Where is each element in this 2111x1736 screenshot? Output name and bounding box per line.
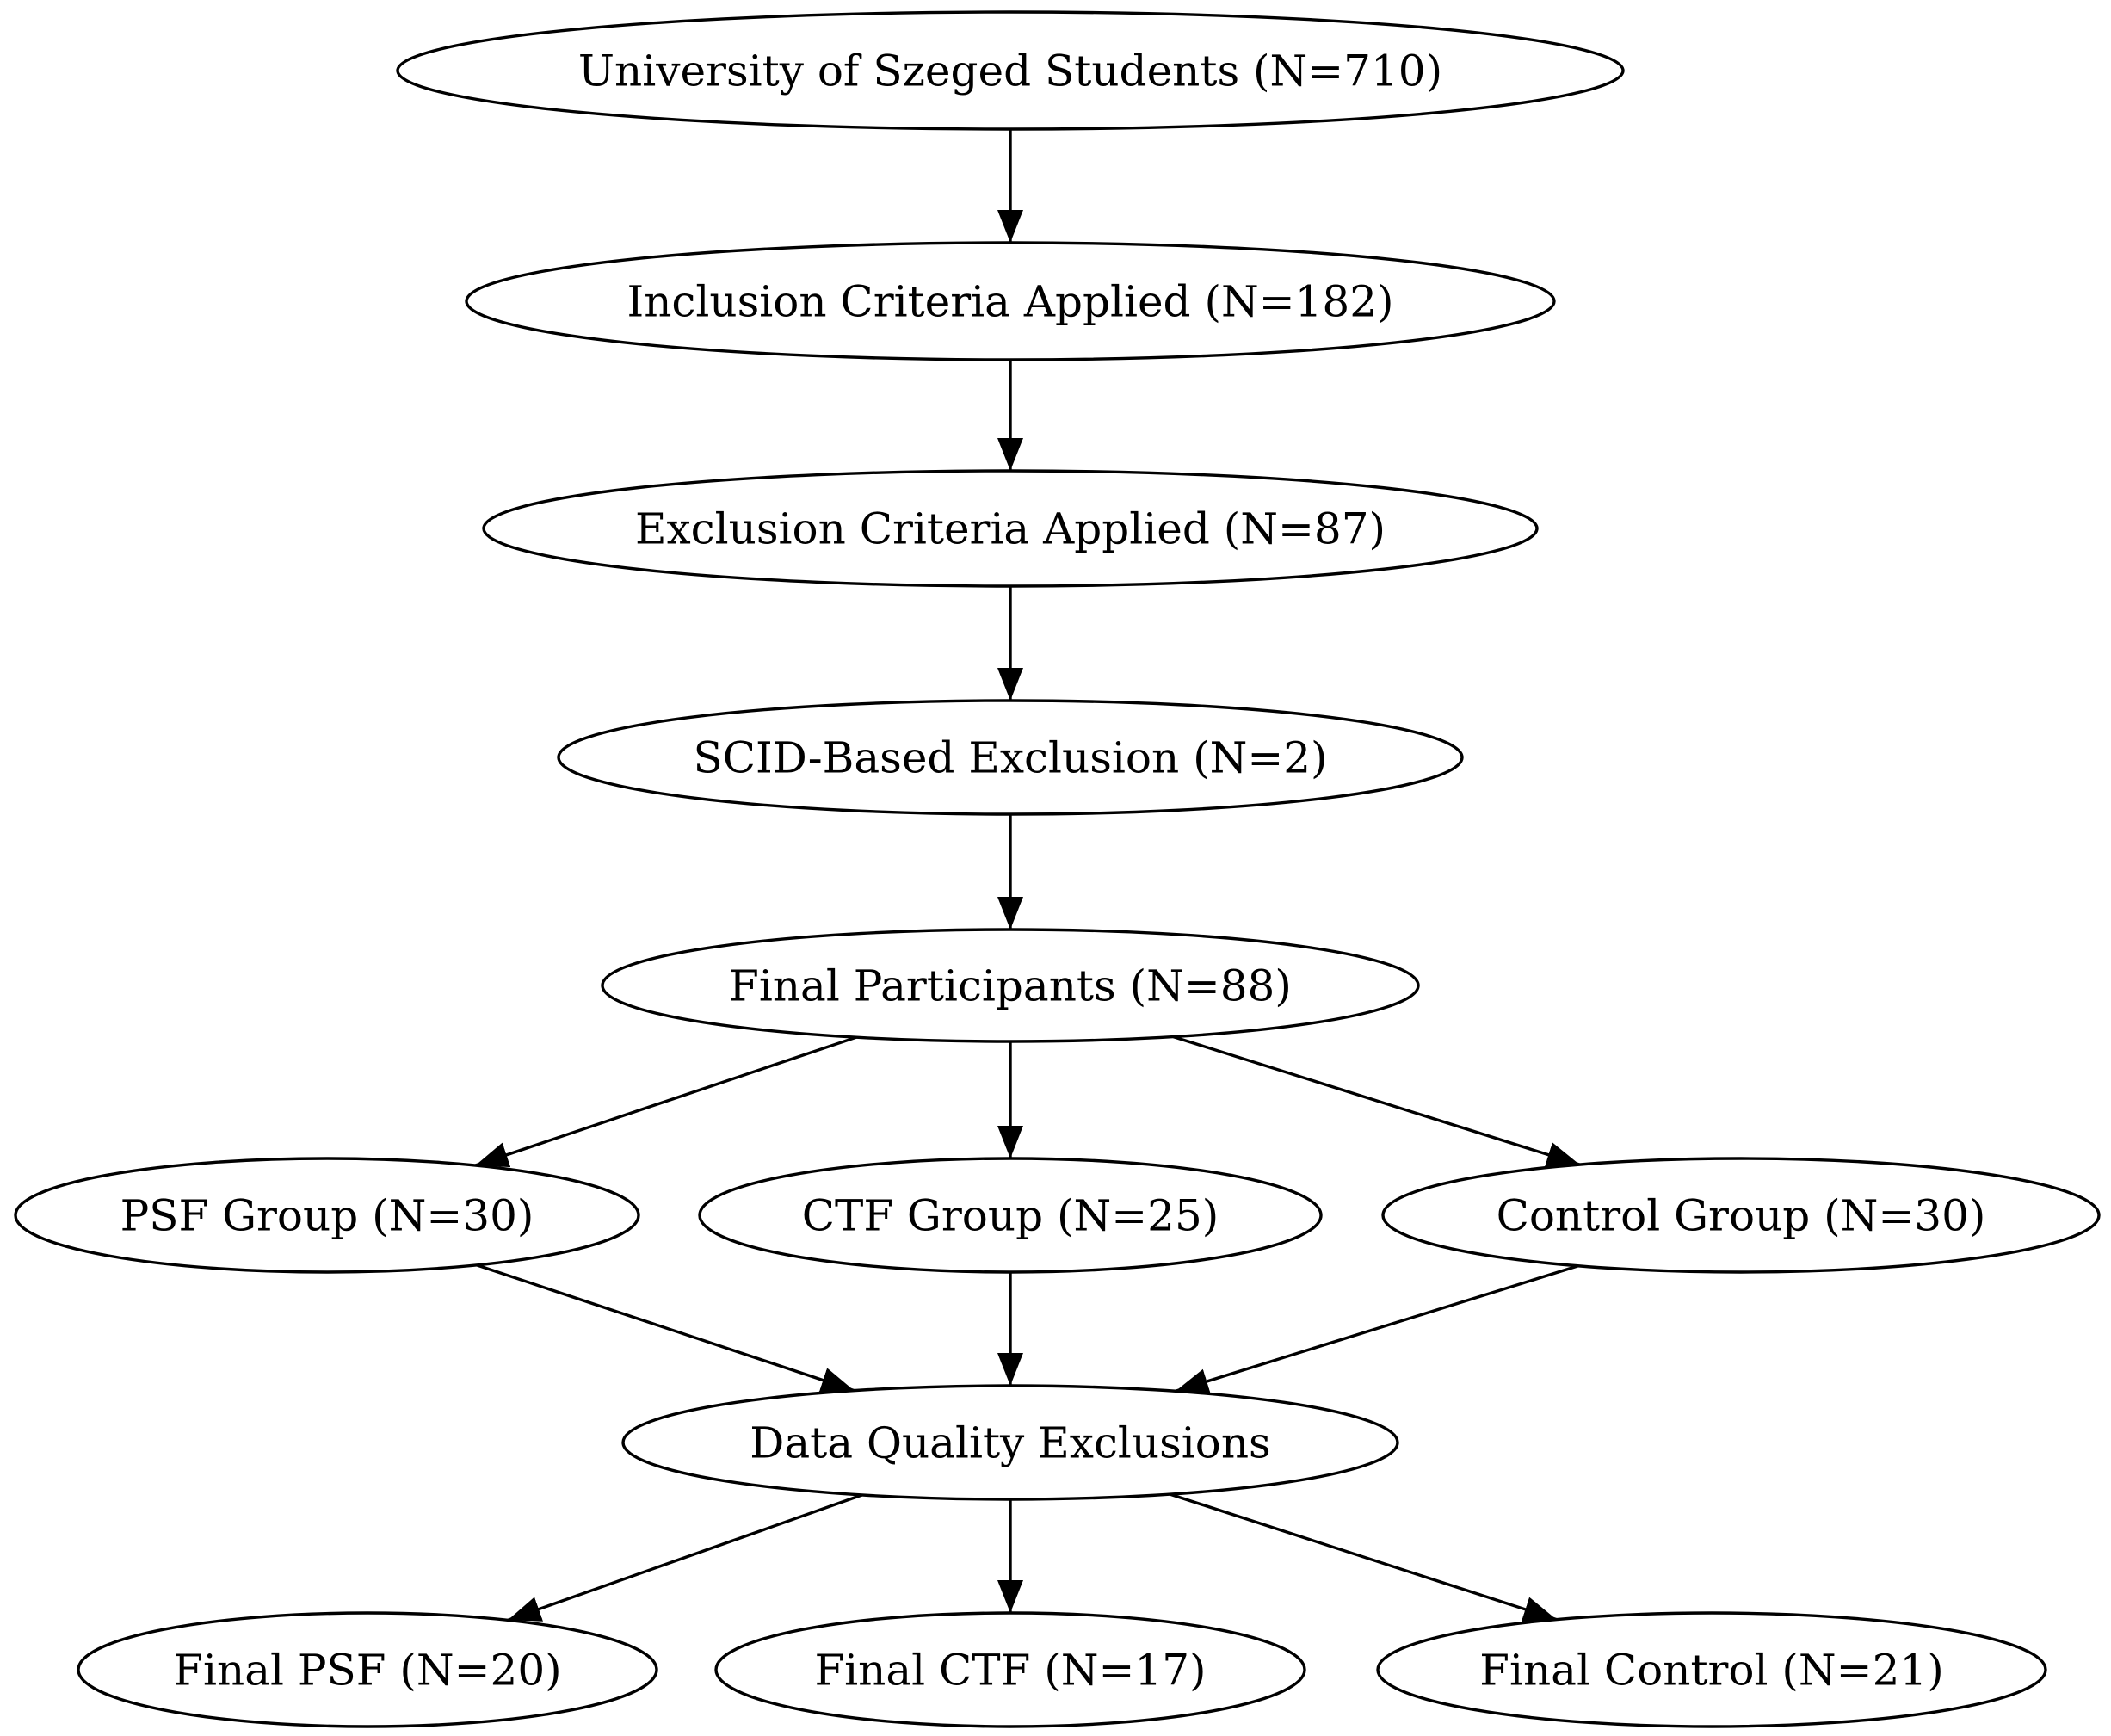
- node-control-label: Control Group (N=30): [1497, 1191, 1986, 1241]
- node-control-ellipse: [1381, 1157, 2101, 1274]
- edge-final-to-control: [1172, 1035, 1581, 1168]
- node-final_psf-ellipse: [77, 1611, 658, 1728]
- node-final_ctf-ellipse: [714, 1611, 1306, 1728]
- edge-control-to-dq: [1175, 1264, 1579, 1394]
- node-ctf-ellipse: [698, 1157, 1323, 1274]
- node-ctf-label: CTF Group (N=25): [802, 1191, 1219, 1241]
- node-exclusion: Exclusion Criteria Applied (N=87): [482, 469, 1539, 588]
- node-psf-label: PSF Group (N=30): [120, 1191, 534, 1241]
- node-exclusion-label: Exclusion Criteria Applied (N=87): [635, 504, 1386, 554]
- node-inclusion-label: Inclusion Criteria Applied (N=182): [627, 277, 1393, 327]
- node-dq-label: Data Quality Exclusions: [750, 1418, 1270, 1468]
- node-final_psf-label: Final PSF (N=20): [173, 1646, 561, 1696]
- node-ctf: CTF Group (N=25): [698, 1157, 1323, 1274]
- node-psf: PSF Group (N=30): [14, 1157, 640, 1274]
- node-final: Final Participants (N=88): [601, 928, 1420, 1043]
- node-final-label: Final Participants (N=88): [729, 961, 1292, 1011]
- edge-dq-to-final_psf: [507, 1493, 863, 1622]
- node-final_control-ellipse: [1376, 1611, 2047, 1728]
- node-scid-ellipse: [557, 699, 1464, 816]
- edges-layer: [474, 129, 1581, 1622]
- node-control: Control Group (N=30): [1381, 1157, 2101, 1274]
- edge-dq-to-final_control: [1170, 1492, 1558, 1622]
- node-final_psf: Final PSF (N=20): [77, 1611, 658, 1728]
- node-scid: SCID-Based Exclusion (N=2): [557, 699, 1464, 816]
- node-final_control: Final Control (N=21): [1376, 1611, 2047, 1728]
- node-final-ellipse: [601, 928, 1420, 1043]
- node-final_control-label: Final Control (N=21): [1479, 1646, 1943, 1696]
- node-students-ellipse: [396, 10, 1625, 131]
- node-final_ctf-label: Final CTF (N=17): [814, 1646, 1206, 1696]
- node-dq-ellipse: [621, 1384, 1399, 1501]
- node-students-label: University of Szeged Students (N=710): [578, 46, 1442, 96]
- node-exclusion-ellipse: [482, 469, 1539, 588]
- node-scid-label: SCID-Based Exclusion (N=2): [693, 733, 1327, 783]
- edge-final-to-psf: [474, 1035, 857, 1168]
- node-inclusion: Inclusion Criteria Applied (N=182): [465, 241, 1556, 361]
- nodes-layer: University of Szeged Students (N=710) Inc…: [14, 10, 2101, 1728]
- node-psf-ellipse: [14, 1157, 640, 1274]
- node-students: University of Szeged Students (N=710): [396, 10, 1625, 131]
- node-inclusion-ellipse: [465, 241, 1556, 361]
- node-dq: Data Quality Exclusions: [621, 1384, 1399, 1501]
- edge-psf-to-dq: [476, 1263, 855, 1393]
- node-final_ctf: Final CTF (N=17): [714, 1611, 1306, 1728]
